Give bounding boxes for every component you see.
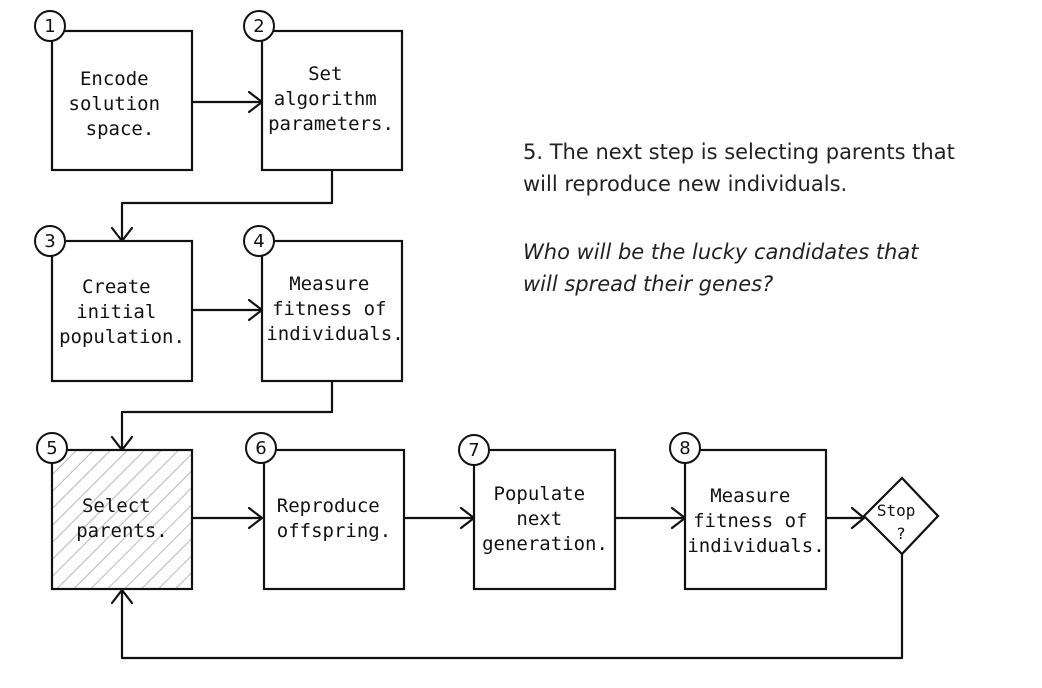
step-2-label: Set algorithm parameters. bbox=[268, 63, 394, 135]
step-number-5: 5 bbox=[46, 438, 57, 459]
step-number-badge-4 bbox=[243, 225, 275, 257]
step-number-3: 3 bbox=[44, 231, 55, 252]
step-number-2: 2 bbox=[253, 16, 264, 37]
step-number-badge-5 bbox=[36, 432, 68, 464]
note-question-line-2: will spread their genes? bbox=[523, 272, 774, 296]
step-box-6 bbox=[262, 448, 406, 591]
step-8-label: Measure fitness of individuals. bbox=[687, 485, 824, 557]
loop-back-arrow bbox=[120, 553, 904, 660]
step-number-7: 7 bbox=[468, 440, 479, 461]
note-line-2: will reproduce new individuals. bbox=[523, 172, 848, 196]
step-box-8 bbox=[683, 448, 828, 591]
step-number-badge-2 bbox=[243, 10, 275, 42]
step-3-label: Create initial population. bbox=[59, 276, 185, 348]
step-number-1: 1 bbox=[44, 16, 55, 37]
step-number-6: 6 bbox=[255, 438, 266, 459]
step-box-7 bbox=[472, 448, 617, 591]
step-box-2 bbox=[260, 29, 404, 172]
step-number-4: 4 bbox=[253, 231, 264, 252]
step-box-3 bbox=[50, 239, 194, 383]
step-1-label: Encode solution space. bbox=[69, 68, 172, 140]
step-number-badge-3 bbox=[34, 225, 66, 257]
step-7-label: Populate next generation. bbox=[482, 483, 608, 555]
step-box-5 bbox=[50, 448, 194, 591]
step-number-badge-8 bbox=[669, 432, 701, 464]
arrow-4-to-5 bbox=[120, 379, 334, 452]
step-box-4 bbox=[260, 239, 404, 383]
step-number-badge-1 bbox=[34, 10, 66, 42]
arrow-2-to-3 bbox=[120, 168, 334, 243]
step-number-badge-6 bbox=[245, 432, 277, 464]
step-5-label: Select parents. bbox=[76, 495, 168, 542]
step-number-8: 8 bbox=[679, 438, 690, 459]
step-box-1 bbox=[50, 29, 194, 172]
note-line-1: 5. The next step is selecting parents th… bbox=[523, 140, 955, 164]
arrow-5-to-6-head bbox=[247, 506, 264, 530]
stop-decision-label: Stop ? bbox=[877, 501, 925, 543]
note-question-line-1: Who will be the lucky candidates that bbox=[523, 240, 919, 264]
step-6-label: Reproduce offspring. bbox=[277, 495, 391, 542]
step-4-label: Measure fitness of individuals. bbox=[266, 273, 403, 345]
step-number-badge-7 bbox=[458, 434, 490, 466]
arrow-8-to-stop-head bbox=[850, 506, 866, 530]
stop-decision-diamond bbox=[862, 476, 940, 556]
